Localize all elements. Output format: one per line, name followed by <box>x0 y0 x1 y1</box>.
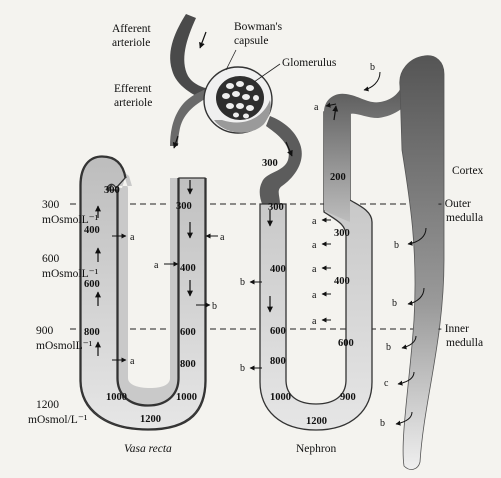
neph-desc-600: 600 <box>270 326 286 337</box>
svg-text:b: b <box>394 240 399 251</box>
outer-medulla-label-2: medulla <box>446 212 483 224</box>
vasa-asc-600: 600 <box>180 327 196 338</box>
outer-medulla-label-1: - Outer <box>438 198 471 210</box>
inner-medulla-label-2: medulla <box>446 337 483 349</box>
vasa-recta-fill <box>80 156 206 430</box>
svg-text:b: b <box>392 298 397 309</box>
neph-asc-400: 400 <box>334 276 350 287</box>
glomerulus-capillaries <box>222 81 259 119</box>
bowmans-leader <box>225 49 237 71</box>
vasa-desc-600: 600 <box>84 279 100 290</box>
afferent-arteriole <box>170 14 212 100</box>
svg-text:c: c <box>384 378 389 389</box>
svg-text:a: a <box>312 316 317 327</box>
svg-text:b: b <box>370 62 375 73</box>
scale-1200-unit: mOsmol/L⁻¹ <box>28 414 88 426</box>
neph-asc-900: 900 <box>340 392 356 403</box>
bowmans-label-1: Bowman's <box>234 21 283 33</box>
pct-flow-arrow <box>285 141 293 157</box>
svg-text:a: a <box>312 290 317 301</box>
vasa-bottom-1200: 1200 <box>140 414 161 425</box>
vasa-desc-800: 800 <box>84 327 100 338</box>
thick-ascending-limb <box>324 86 414 222</box>
neph-pct-300: 300 <box>262 158 278 169</box>
neph-asc-600: 600 <box>338 338 354 349</box>
svg-text:a: a <box>312 216 317 227</box>
tal-a-arrow-top <box>325 102 337 108</box>
scale-300-unit: mOsmolL⁻¹ <box>42 214 99 226</box>
vasa-desc-300: 300 <box>104 185 120 196</box>
scale-900-value: 900 <box>36 325 54 337</box>
vasa-asc-1000: 1000 <box>176 392 197 403</box>
svg-text:b: b <box>380 418 385 429</box>
neph-marker-b-1: b <box>240 277 245 288</box>
neph-arrow-up <box>332 105 339 121</box>
scale-600-unit: mOsmolL⁻¹ <box>42 268 99 280</box>
inner-medulla-label-1: - Inner <box>438 323 469 335</box>
afferent-label-1: Afferent <box>112 23 152 35</box>
vasa-marker-a-2: a <box>130 356 135 367</box>
afferent-flow-arrow <box>199 31 207 49</box>
vasa-asc-400: 400 <box>180 263 196 274</box>
vasa-marker-b: b <box>212 301 217 312</box>
glomerulus-label: Glomerulus <box>282 57 337 69</box>
vasa-asc-800: 800 <box>180 359 196 370</box>
svg-text:a: a <box>312 264 317 275</box>
efferent-label-2: arteriole <box>114 97 152 109</box>
svg-text:b: b <box>386 342 391 353</box>
proximal-tubule <box>259 116 302 204</box>
vasa-desc-400: 400 <box>84 225 100 236</box>
vasa-marker-a-3: a <box>220 232 225 243</box>
vasa-recta-label: Vasa recta <box>124 443 172 455</box>
vasa-desc-1000: 1000 <box>106 392 127 403</box>
neph-desc-400: 400 <box>270 264 286 275</box>
scale-600-value: 600 <box>42 253 60 265</box>
afferent-label-2: arteriole <box>112 37 150 49</box>
vasa-asc-300: 300 <box>176 201 192 212</box>
ascending-limb-a-markers: a a a a a <box>312 216 331 327</box>
bowmans-label-2: capsule <box>234 35 268 47</box>
tal-marker-a-top: a <box>314 102 319 113</box>
vasa-marker-a-4: a <box>154 260 159 271</box>
neph-desc-300: 300 <box>268 202 284 213</box>
bowmans-capsule-shade <box>214 100 271 133</box>
neph-desc-800: 800 <box>270 356 286 367</box>
scale-1200-value: 1200 <box>36 399 59 411</box>
nephron-label: Nephron <box>296 443 336 455</box>
efferent-label-1: Efferent <box>114 83 152 95</box>
vasa-marker-a-1: a <box>130 232 135 243</box>
scale-300-value: 300 <box>42 199 60 211</box>
neph-asc-200: 200 <box>330 172 346 183</box>
duct-markers: b b b c b b <box>363 62 427 429</box>
glomerulus-leader <box>253 63 281 83</box>
cortex-label: Cortex <box>452 165 484 177</box>
neph-asc-300: 300 <box>334 228 350 239</box>
neph-desc-1000: 1000 <box>270 392 291 403</box>
efferent-flow-arrow <box>172 135 179 149</box>
neph-bottom-1200: 1200 <box>306 416 327 427</box>
scale-900-unit: mOsmolL⁻¹ <box>36 340 93 352</box>
svg-text:a: a <box>312 240 317 251</box>
neph-marker-b-2: b <box>240 363 245 374</box>
collecting-duct <box>399 55 445 470</box>
